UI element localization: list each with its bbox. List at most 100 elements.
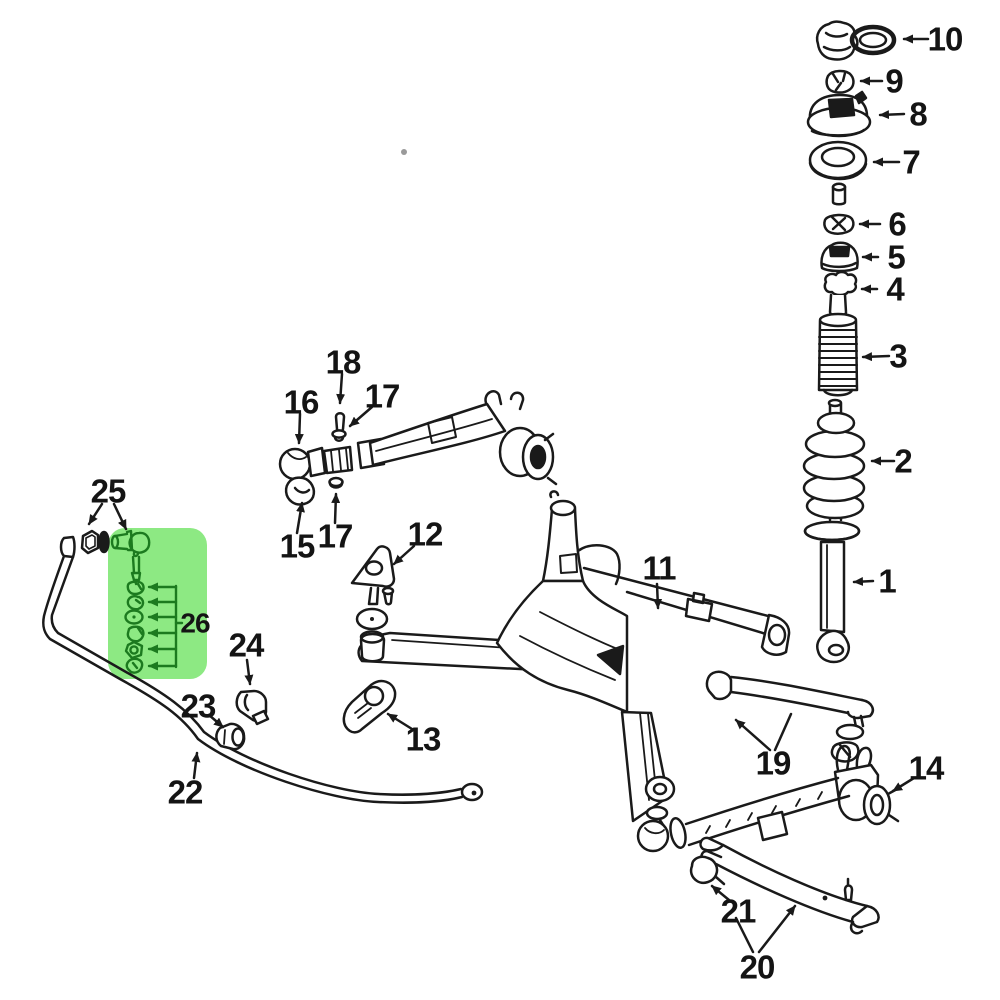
mid-arm-washer — [669, 817, 687, 849]
mid-arm-block — [756, 810, 789, 842]
leader-11 — [653, 582, 663, 610]
subframe-leg-washer — [645, 805, 669, 821]
callout-9: 9 — [885, 63, 903, 100]
callout-6: 6 — [888, 206, 906, 243]
leader-8 — [878, 110, 906, 120]
part-4-bumpstop-top — [823, 270, 858, 297]
subframe-leg-bushing — [644, 775, 676, 803]
print-speck — [401, 149, 407, 155]
part-3-boot-top — [818, 312, 858, 328]
subframe-center-ribs — [519, 611, 621, 681]
callout-19: 19 — [756, 745, 791, 782]
callout-18: 18 — [326, 344, 361, 381]
leader-22 — [191, 751, 201, 780]
highlight-region-part-26 — [108, 528, 207, 679]
part-17-bolt-head — [331, 429, 347, 439]
knuckle-fork — [484, 390, 525, 411]
knuckle-hub-center — [529, 444, 547, 470]
upper-arm-line — [375, 418, 493, 452]
part-25-bushing — [98, 530, 110, 554]
callout-14: 14 — [909, 750, 945, 787]
part-16-balljoint — [278, 447, 312, 481]
part-23-bushing-face — [231, 727, 245, 747]
part-13-hole — [363, 685, 385, 707]
kit-nut-4 — [126, 625, 145, 643]
callout-7: 7 — [902, 144, 919, 181]
kit-nut-1 — [126, 580, 145, 596]
suspension-line-art — [42, 20, 930, 954]
link-stud-collar — [125, 529, 134, 552]
part-17-bolt-skirt — [333, 435, 345, 442]
part-14-hub-flange — [862, 784, 892, 826]
kit-washer-5-hole — [129, 645, 139, 655]
part-22-bar-end — [59, 535, 76, 559]
kit-nut-6 — [125, 657, 144, 674]
part-15-bushing — [284, 476, 316, 506]
spacer-sleeve — [831, 185, 847, 206]
part-4-bumpstop-neck — [828, 293, 848, 317]
subframe-hook — [549, 490, 560, 499]
subframe-center-hole — [596, 644, 625, 676]
callout-2: 2 — [894, 443, 912, 480]
kit-washer-3-dot — [132, 615, 136, 619]
part-20-arm-curl — [849, 920, 864, 935]
part-10-oring-inner — [858, 31, 888, 49]
part-23-bushing-slot — [223, 729, 226, 745]
spacer-sleeve-top — [831, 182, 847, 192]
part-19-washer — [835, 723, 865, 741]
subframe-hump — [576, 544, 621, 586]
part-22-bar-outer — [42, 554, 464, 804]
subframe-right-end — [760, 613, 791, 656]
callout-17b: 17 — [318, 518, 353, 555]
link-ball-housing — [128, 531, 151, 554]
part-8-core — [827, 90, 868, 119]
part-3-boot-ribs — [818, 329, 858, 387]
callout-12: 12 — [408, 516, 443, 553]
part-19-bushing-end — [705, 670, 733, 701]
callout-13: 13 — [406, 721, 441, 758]
part-13-slot — [354, 702, 372, 719]
callout-17a: 17 — [365, 378, 400, 415]
leader-1 — [852, 577, 875, 587]
part-20-arm-end — [850, 904, 880, 929]
arm-sleeve-threads — [330, 448, 349, 472]
callout-23: 23 — [181, 688, 216, 725]
kit-clip-2 — [126, 595, 145, 611]
leader-25b — [112, 502, 128, 531]
callout-25: 25 — [91, 473, 126, 510]
part-12-bushing — [359, 632, 386, 663]
part-12-bolt-head — [381, 586, 395, 596]
subframe-rail-bracket — [684, 591, 714, 623]
callout-3: 3 — [889, 338, 907, 375]
leader-17b — [331, 492, 341, 525]
part-5-rim — [821, 261, 858, 269]
mid-arm-hatch — [705, 791, 823, 834]
leader-19b — [773, 712, 793, 752]
leader-12 — [392, 544, 416, 566]
subframe-center — [495, 579, 629, 714]
part-12-bushing-top — [359, 630, 385, 644]
kit-washer-5 — [124, 640, 144, 660]
part-22-bar-eye-dot — [471, 790, 477, 796]
callout-11: 11 — [643, 550, 677, 587]
leader-24 — [244, 658, 254, 686]
leader-21 — [710, 884, 731, 902]
leader-3 — [861, 352, 891, 362]
callout-8: 8 — [909, 96, 927, 133]
leader-16 — [294, 412, 304, 445]
callout-5: 5 — [887, 239, 905, 276]
part-7-rim — [808, 161, 868, 181]
part-12-bolt — [382, 590, 394, 606]
leader-23 — [207, 713, 225, 729]
link-neck — [132, 551, 140, 558]
part-26-link-kit-drawing — [110, 529, 184, 674]
part-22-bar-inner — [50, 555, 463, 796]
part-14-hub-center — [869, 793, 885, 817]
mid-arm-ball — [636, 819, 670, 853]
part-7-seat-hole — [820, 146, 856, 168]
leader-17a — [348, 405, 374, 428]
leader-14 — [891, 776, 916, 793]
subframe-tower-bushing — [549, 499, 577, 517]
